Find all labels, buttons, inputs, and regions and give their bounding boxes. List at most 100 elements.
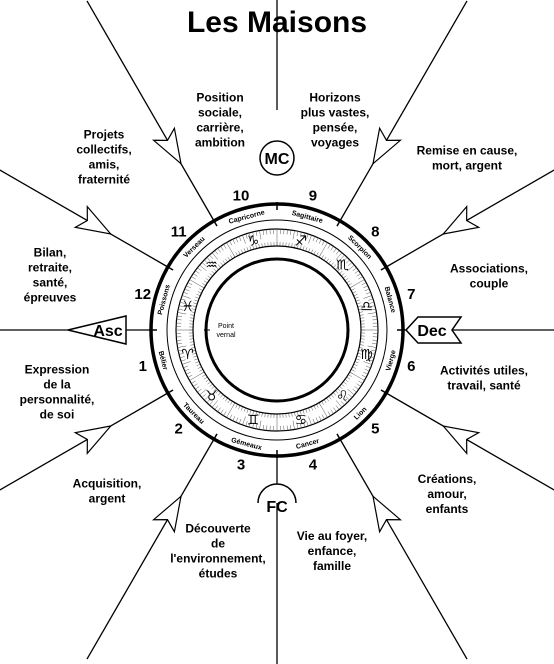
zodiac-tick — [180, 359, 186, 362]
zodiac-tick — [190, 344, 195, 346]
zodiac-tick — [305, 247, 308, 252]
zodiac-tick — [326, 397, 329, 402]
house-4-description: famille — [313, 559, 351, 573]
zodiac-tick — [327, 244, 331, 249]
zodiac-glyph-2: ♊ — [247, 412, 260, 428]
house-8-description: Remise en cause, — [417, 144, 518, 158]
house-4-description: Vie au foyer, — [297, 529, 367, 543]
house-5-description: enfants — [426, 502, 469, 516]
zodiac-tick — [193, 383, 198, 387]
fc-label: FC — [266, 499, 288, 516]
zodiac-tick — [312, 418, 316, 424]
house-1-description: personnalité, — [20, 393, 95, 407]
zodiac-tick — [353, 363, 358, 367]
zodiac-tick — [308, 235, 312, 244]
zodiac-tick — [358, 276, 363, 280]
zodiac-tick — [321, 414, 325, 420]
zodiac-tick — [178, 352, 184, 355]
cusp-tick — [380, 265, 389, 271]
zodiac-tick — [343, 257, 348, 262]
zodiac-tick — [262, 425, 264, 431]
zodiac-tick — [255, 411, 257, 416]
zodiac-tick — [339, 270, 343, 274]
zodiac-tick — [249, 246, 252, 251]
house-1-description: de la — [43, 378, 71, 392]
house-line-3 — [86, 438, 215, 660]
house-11-description: collectifs, — [76, 143, 131, 157]
zodiac-tick — [328, 396, 332, 400]
house-number-9: 9 — [309, 188, 317, 205]
zodiac-tick — [255, 231, 258, 237]
house-arrow-8 — [441, 204, 481, 235]
zodiac-tick — [187, 282, 193, 286]
zodiac-tick — [266, 229, 268, 235]
zodiac-tick — [190, 347, 195, 349]
zodiac-tick — [225, 397, 228, 402]
zodiac-glyph-10: ♒ — [205, 258, 218, 274]
zodiac-tick — [196, 293, 201, 297]
zodiac-tick — [177, 312, 187, 315]
house-7-description: couple — [470, 277, 509, 291]
zodiac-tick — [352, 267, 357, 272]
mc-label: MC — [265, 151, 290, 168]
zodiac-tick — [323, 256, 327, 261]
zodiac-tick — [195, 386, 200, 390]
zodiac-tick — [333, 248, 337, 253]
zodiac-tick — [359, 344, 364, 346]
zodiac-tick — [195, 270, 200, 274]
zodiac-tick — [370, 352, 376, 355]
zodiac-tick — [359, 314, 364, 316]
zodiac-tick — [202, 374, 206, 377]
zodiac-tick — [321, 240, 325, 246]
zodiac-tick — [313, 250, 316, 255]
zodiac-tick — [363, 285, 368, 289]
zodiac-tick — [318, 402, 322, 407]
house-11-description: amis, — [89, 158, 120, 172]
zodiac-tick — [372, 343, 378, 345]
house-12-description: épreuves — [24, 291, 77, 305]
zodiac-tick — [359, 311, 364, 313]
house-10-description: sociale, — [198, 106, 242, 120]
zodiac-tick — [192, 305, 197, 308]
zodiac-tick — [195, 296, 200, 299]
zodiac-tick — [201, 262, 206, 266]
zodiac-tick — [232, 253, 236, 258]
zodiac-tick — [180, 298, 186, 301]
zodiac-tick — [346, 280, 351, 284]
zodiac-tick — [193, 355, 198, 358]
zodiac-tick — [352, 366, 357, 369]
zodiac-tick — [357, 352, 362, 355]
house-arrow-3 — [151, 494, 182, 534]
zodiac-tick — [217, 407, 221, 412]
zodiac-tick — [315, 237, 319, 243]
house-10-description: Position — [196, 91, 243, 105]
zodiac-tick — [290, 425, 292, 431]
zodiac-tick — [215, 266, 219, 270]
zodiac-tick — [242, 235, 246, 244]
zodiac-tick — [348, 283, 352, 286]
zodiac-tick — [299, 410, 302, 415]
zodiac-tick — [213, 268, 217, 272]
house-number-4: 4 — [309, 456, 318, 473]
zodiac-tick — [232, 402, 236, 407]
zodiac-tick — [264, 413, 266, 418]
zodiac-tick — [344, 379, 349, 382]
zodiac-tick — [341, 273, 345, 277]
zodiac-tick — [352, 388, 357, 393]
zodiac-tick — [222, 396, 226, 400]
zodiac-tick — [200, 285, 205, 289]
house-number-3: 3 — [237, 456, 245, 473]
zodiac-tick — [261, 412, 263, 417]
zodiac-tick — [339, 386, 343, 390]
zodiac-tick — [235, 252, 238, 256]
zodiac-tick — [252, 231, 255, 237]
zodiac-tick — [318, 416, 322, 421]
zodiac-glyph-7: ♏ — [336, 258, 349, 274]
zodiac-tick — [341, 401, 345, 406]
zodiac-tick — [316, 404, 319, 408]
house-5-description: amour, — [427, 487, 466, 501]
point-vernal-label: Point — [218, 323, 234, 330]
house-number-12: 12 — [134, 286, 151, 303]
zodiac-tick — [333, 264, 337, 268]
zodiac-tick — [232, 239, 236, 244]
